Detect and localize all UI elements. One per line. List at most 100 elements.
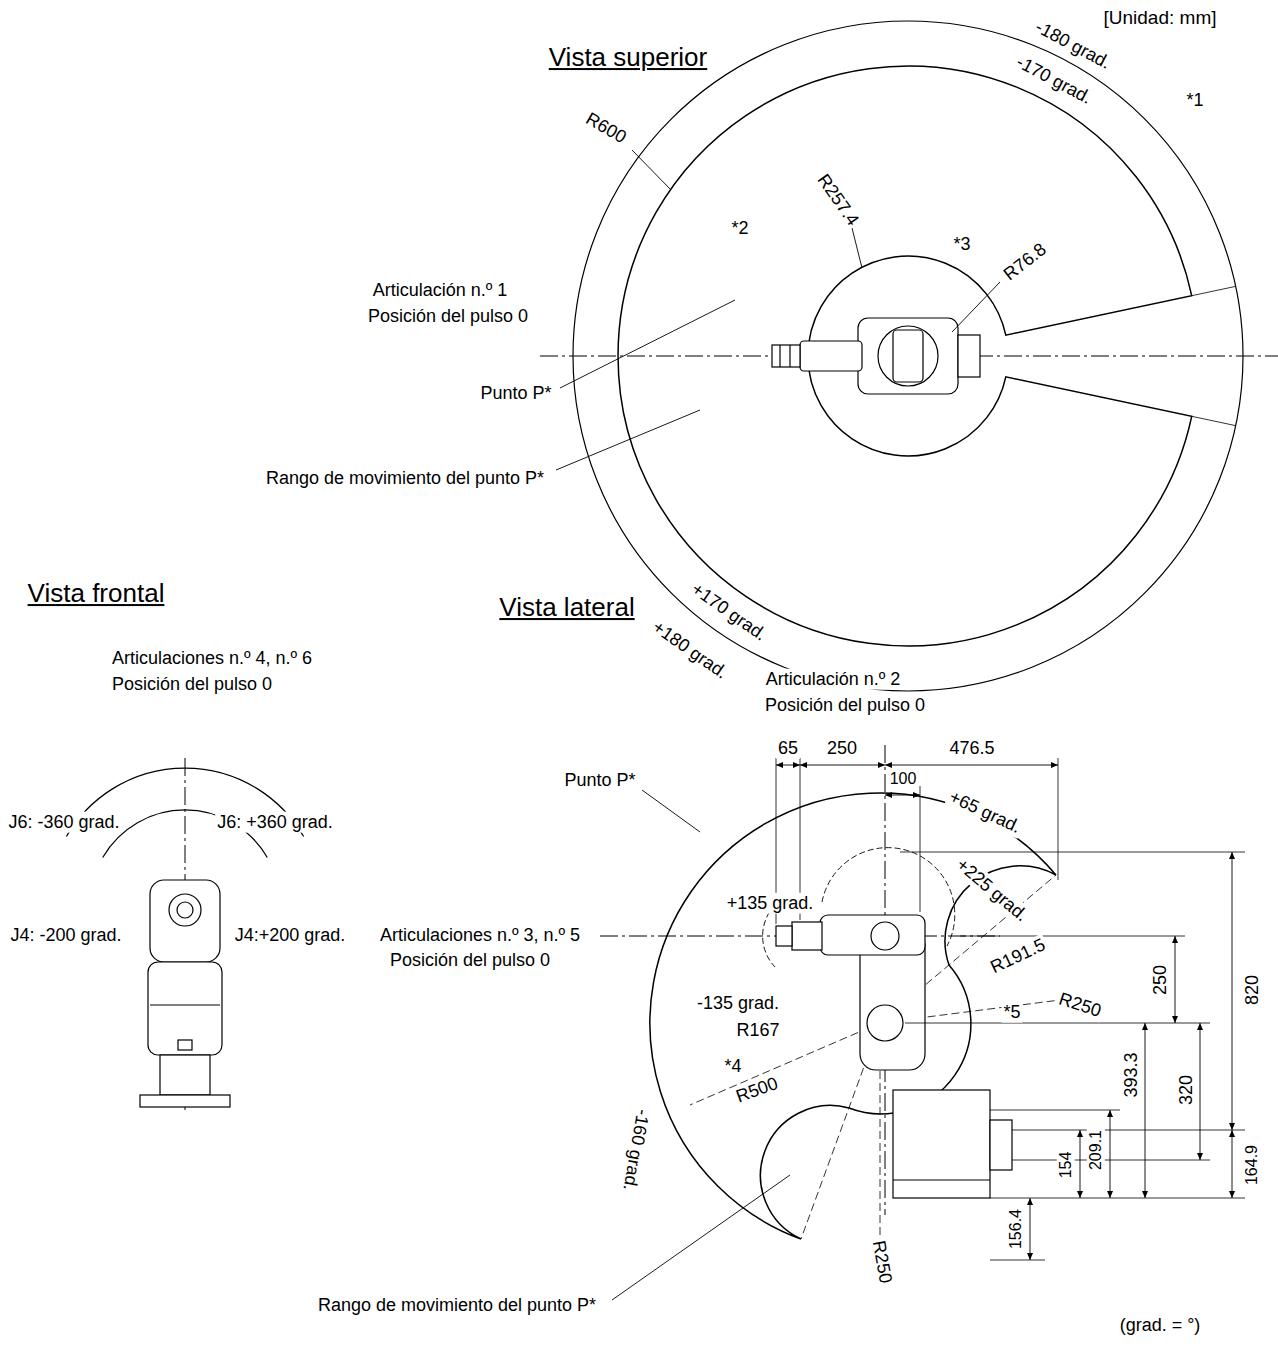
drawing-line — [900, 852, 1245, 853]
drawing-line — [1145, 1023, 1146, 1198]
drawing-line — [1012, 1130, 1245, 1131]
drawing-line — [150, 1004, 220, 1005]
joint-note: Posición del pulso 0 — [366, 306, 530, 327]
outer-range-circle — [573, 21, 1243, 691]
robot-arm-top — [800, 341, 862, 371]
leader-line — [852, 228, 862, 268]
j5-range-arc — [763, 905, 775, 967]
radius-label: R257.4 — [812, 169, 865, 232]
drawing-line — [789, 345, 790, 367]
angle-label: -160 grad. — [618, 1106, 653, 1194]
drawing-line — [920, 786, 921, 912]
drawing-line — [772, 345, 800, 367]
drawing-line — [1058, 758, 1059, 880]
drawing-line — [178, 1040, 192, 1050]
angle-label: +180 grad. — [647, 616, 733, 685]
joint-note: Posición del pulso 0 — [110, 674, 274, 695]
dimension-label: 209.1 — [1087, 1128, 1105, 1172]
drawing-line — [169, 894, 201, 926]
dimension-label: 65 — [776, 738, 800, 759]
drawing-line — [1175, 936, 1176, 1023]
dimension-label: 250 — [825, 738, 859, 759]
drawing-line — [990, 1120, 1012, 1170]
drawing-line — [990, 1260, 1045, 1261]
drawing-line — [1192, 416, 1235, 425]
callout-number: *5 — [1001, 1002, 1022, 1023]
drawing-line — [1192, 287, 1235, 296]
point-label: Punto P* — [478, 383, 553, 404]
angle-label: -135 grad. — [695, 993, 781, 1014]
drawing-line — [1200, 1023, 1201, 1160]
side-view — [600, 745, 1245, 1300]
drawing-line — [990, 1198, 1245, 1199]
unit-note: (grad. = °) — [1118, 1315, 1203, 1336]
dimension-label: 164.9 — [1243, 1143, 1261, 1187]
drawing-line — [177, 902, 193, 918]
drawing-line — [690, 1023, 880, 1105]
drawing-line — [1232, 852, 1233, 1130]
radius-label: R191.5 — [986, 934, 1051, 979]
robot-base-front — [160, 1055, 210, 1095]
drawing-line — [1030, 1198, 1031, 1260]
angle-label: +225 grad. — [951, 853, 1034, 927]
joint-note: Posición del pulso 0 — [763, 695, 927, 716]
drawing-line — [1027, 852, 1235, 1260]
radius-label: R167 — [734, 1020, 781, 1041]
joint-note: Articulación n.º 1 — [371, 280, 510, 301]
drawing-line — [779, 345, 780, 367]
angle-label: +170 grad. — [686, 578, 772, 647]
drawing-line — [960, 936, 1185, 937]
dimension-label: 476.5 — [947, 738, 996, 759]
leader-line — [952, 282, 1000, 332]
view-heading: Vista frontal — [26, 579, 167, 609]
leader-line — [556, 410, 700, 470]
callout-number: *1 — [1184, 90, 1205, 111]
robot-base-side — [893, 1090, 990, 1198]
drawing-line — [905, 1023, 1210, 1024]
callout-number: *2 — [729, 218, 750, 239]
dimension-label: 320 — [1176, 1073, 1197, 1107]
joint-note: Articulación n.º 2 — [764, 669, 903, 690]
robot-wrist-front — [150, 880, 220, 962]
joint-note: Posición del pulso 0 — [388, 950, 552, 971]
dimension-label: 100 — [888, 770, 919, 788]
drawing-line — [1012, 1160, 1210, 1161]
drawing-line — [958, 335, 980, 377]
angle-label: J4:+200 grad. — [233, 925, 348, 946]
motion-range-outline — [650, 793, 1056, 1239]
angle-label: J4: -200 grad. — [8, 925, 123, 946]
point-label: Punto P* — [562, 770, 637, 791]
radius-label: R250 — [1054, 988, 1105, 1022]
dimension-label: 820 — [1242, 973, 1263, 1007]
dimension-label: 156.4 — [1007, 1207, 1025, 1251]
callout-number: *4 — [722, 1056, 743, 1077]
dimension-label: 250 — [1150, 963, 1171, 997]
range-label: Rango de movimiento del punto P* — [316, 1295, 598, 1316]
drawing-line — [893, 330, 923, 382]
angle-label: +65 grad. — [944, 786, 1026, 839]
angle-label: J6: -360 grad. — [6, 812, 121, 833]
drawing-line — [776, 762, 1058, 798]
robot-upper-arm-side — [820, 915, 925, 955]
radius-label: R600 — [580, 107, 631, 148]
leader-line — [642, 790, 700, 832]
angle-label: J6: +360 grad. — [215, 812, 335, 833]
dimension-label: 154 — [1057, 1150, 1075, 1181]
view-heading: Vista lateral — [497, 593, 636, 623]
drawing-line — [1232, 1130, 1233, 1198]
drawing-line — [776, 926, 792, 946]
radius-label: R250 — [868, 1237, 897, 1287]
drawing-line — [1080, 1130, 1081, 1198]
dimension-label: 393.3 — [1121, 1050, 1142, 1099]
robot-base-top — [858, 318, 958, 394]
dimension-line — [776, 765, 1058, 766]
drawing-line — [871, 922, 899, 950]
robot-wrist-side — [792, 922, 822, 950]
radius-label: R500 — [731, 1072, 782, 1108]
range-label: Rango de movimiento del punto P* — [264, 468, 546, 489]
joint-note: Articulaciones n.º 4, n.º 6 — [110, 648, 314, 669]
leader-line — [632, 150, 671, 190]
drawing-line — [878, 326, 938, 386]
top-view — [540, 21, 1278, 691]
